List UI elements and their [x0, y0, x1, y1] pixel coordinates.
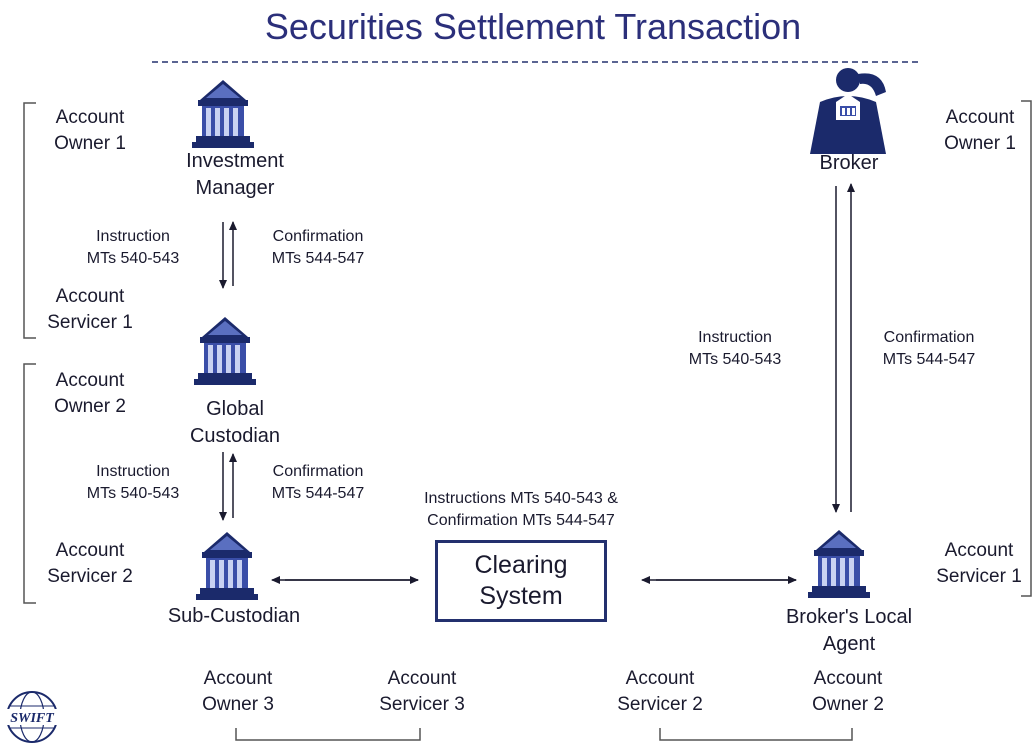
page-title: Securities Settlement Transaction: [264, 6, 802, 47]
bracket-left-top: [23, 102, 36, 339]
bank-icon: [808, 530, 870, 598]
clearing-messages-label: Instructions MTs 540-543 & Confirmation …: [424, 490, 618, 529]
gc-confirmation-label: Confirmation MTs 544-547: [271, 463, 365, 502]
account-servicer-1-left: Account Servicer 1: [47, 286, 133, 333]
bank-icon: [194, 317, 256, 385]
account-servicer-3-label: Account Servicer 3: [379, 668, 465, 715]
bank-icon: [192, 80, 254, 148]
bank-icon: [196, 532, 258, 600]
bracket-bottom-left: [235, 728, 421, 741]
clearing-system-box: Clearing System: [435, 540, 607, 622]
swift-logo: SWIFT: [6, 691, 58, 743]
broker-label: Broker: [819, 152, 879, 174]
broker-person-icon: [810, 68, 886, 154]
im-confirmation-label: Confirmation MTs 544-547: [271, 228, 365, 267]
global-custodian-label: Global Custodian: [189, 398, 281, 447]
brokers-local-agent-label: Broker's Local Agent: [785, 606, 913, 655]
account-servicer-2-bottom-label: Account Servicer 2: [617, 668, 703, 715]
bracket-right: [1021, 100, 1032, 597]
bracket-left-bottom: [23, 363, 36, 604]
account-owner-3-label: Account Owner 3: [202, 668, 274, 715]
account-servicer-2-left: Account Servicer 2: [47, 540, 133, 587]
bracket-bottom-right: [659, 728, 853, 741]
account-owner-2-bottom-label: Account Owner 2: [812, 668, 884, 715]
account-owner-2-left: Account Owner 2: [54, 370, 126, 417]
sub-custodian-label: Sub-Custodian: [167, 605, 301, 627]
investment-manager-label: Investment Manager: [186, 150, 284, 199]
account-owner-1-right: Account Owner 1: [944, 107, 1016, 154]
broker-confirmation-label: Confirmation MTs 544-547: [882, 329, 976, 368]
account-owner-1-left: Account Owner 1: [54, 107, 126, 154]
account-servicer-1-right: Account Servicer 1: [936, 540, 1022, 587]
swift-logo-text: SWIFT: [10, 711, 55, 726]
im-instruction-label: Instruction MTs 540-543: [86, 228, 180, 267]
gc-instruction-label: Instruction MTs 540-543: [86, 463, 180, 502]
broker-instruction-label: Instruction MTs 540-543: [688, 329, 782, 368]
